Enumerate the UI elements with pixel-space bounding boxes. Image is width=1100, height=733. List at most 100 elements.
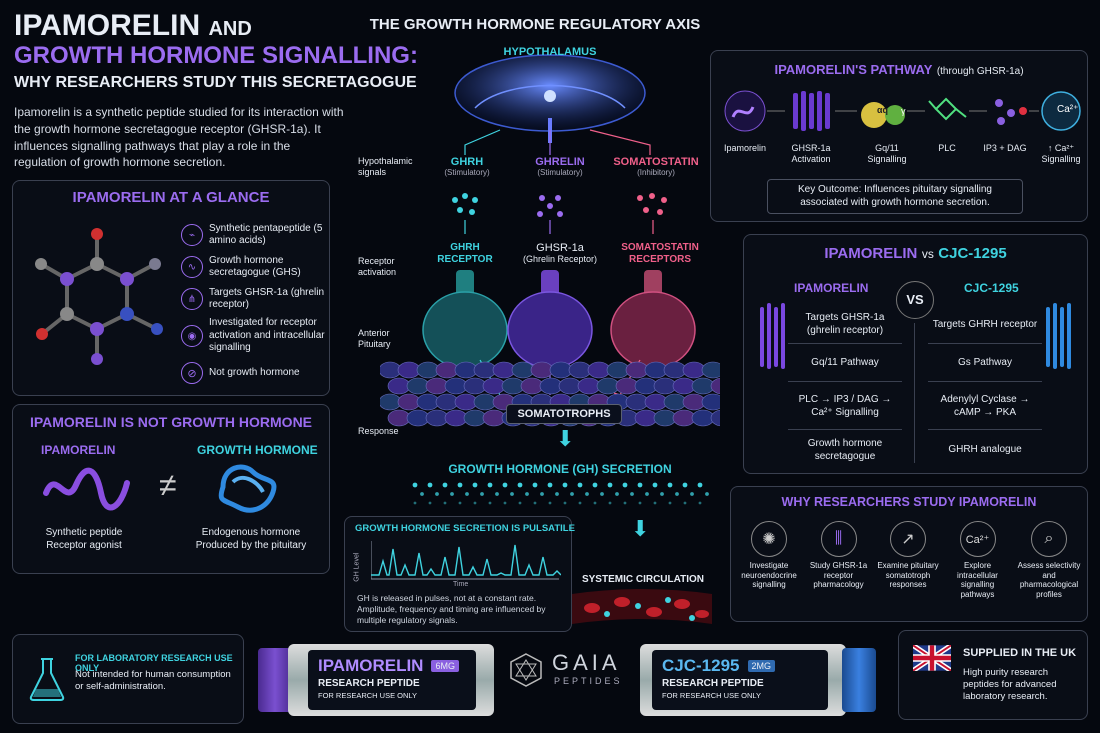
why-item: ✺ Investigate neuroendocrine signalling (735, 521, 803, 599)
glance-item: ⌁ Synthetic pentapeptide (5 amino acids) (181, 219, 327, 251)
compare-left-row: PLC → IP3 / DAG → Ca²⁺ Signalling (788, 381, 902, 429)
protein-illustration (218, 464, 277, 513)
compare-title: IPAMORELIN vs CJC-1295 (824, 245, 1007, 262)
glance-panel: IPAMORELIN AT A GLANCE ⌁ Synthetic penta… (12, 180, 330, 396)
compare-right-row: GHRH analogue (928, 429, 1042, 469)
pathway-step: ↑ Ca²⁺ Signalling (1041, 143, 1081, 164)
not-gh-panel: IPAMORELIN IS NOT GROWTH HORMONE IPAMORE… (12, 404, 330, 574)
brand-sub: PEPTIDES (554, 676, 623, 686)
compare-left-row: Targets GHSR-1a (ghrelin receptor) (805, 312, 885, 336)
key-outcome: Key Outcome: Influences pituitary signal… (767, 179, 1023, 214)
calcium-icon: Ca²⁺ (959, 521, 996, 557)
uk-flag-icon (913, 645, 951, 671)
vial1-sub: RESEARCH PEPTIDE (318, 678, 420, 689)
not-icon: ⊘ (181, 362, 203, 384)
down-arrow-icon: ⬇ (556, 426, 575, 451)
glance-item: ⋔ Targets GHSR-1a (ghrelin receptor) (181, 283, 327, 315)
pulse-ylabel: GH Level (353, 552, 361, 582)
glance-item: ◉ Investigated for receptor activation a… (181, 315, 327, 357)
lab-title: FOR LABORATORY RESEARCH USE ONLY (75, 653, 233, 673)
glance-item: ∿ Growth hormone secretagogue (GHS) (181, 251, 327, 283)
page-title: IPAMORELIN AND GROWTH HORMONE SIGNALLING… (14, 9, 418, 92)
secretagogue-icon: ∿ (181, 256, 203, 278)
hypothalamus-illustration (454, 54, 646, 143)
compare-right-row: Adenylyl Cyclase → cAMP → PKA (928, 381, 1042, 429)
pathway-step: IP3 + DAG (983, 143, 1027, 153)
row-label-receptor: Receptor activation (358, 256, 397, 277)
somatotrophs-label: SOMATOTROPHS (506, 404, 622, 424)
not-gh-right-label: GROWTH HORMONE (197, 443, 318, 457)
why-panel: WHY RESEARCHERS STUDY IPAMORELIN ✺ Inves… (730, 486, 1088, 622)
signal-ghrelin: GHRELIN (Stimulatory) (535, 156, 585, 177)
vial1-dose: 6MG (431, 660, 459, 672)
compare-right-row: Targets GHRH receptor (932, 318, 1038, 330)
circulation-label: SYSTEMIC CIRCULATION (581, 574, 705, 585)
vial2-dose: 2MG (747, 660, 776, 672)
vs-badge: VS (896, 281, 934, 319)
uk-title: SUPPLIED IN THE UK (963, 647, 1077, 659)
vial2-sub: RESEARCH PEPTIDE (662, 678, 764, 689)
uk-desc: High purity research peptides for advanc… (963, 667, 1057, 702)
vial1-note: FOR RESEARCH USE ONLY (318, 691, 418, 700)
intro-text: Ipamorelin is a synthetic peptide studie… (14, 105, 344, 170)
trend-icon: ↗ (890, 521, 926, 557)
signal-somatostatin: SOMATOSTATIN (Inhibitory) (613, 156, 699, 177)
brand-name: GAIA (552, 650, 621, 675)
pulsatile-desc: GH is released in pulses, not at a const… (357, 593, 546, 626)
not-gh-title: IPAMORELIN IS NOT GROWTH HORMONE (29, 414, 313, 430)
pathway-panel: IPAMORELIN'S PATHWAY (through GHSR-1a) α… (710, 50, 1088, 222)
signal-ghrh: GHRH (Stimulatory) (444, 156, 490, 177)
blood-vessel-illustration (572, 589, 712, 624)
pulse-chart (371, 541, 561, 580)
vial2-note: FOR RESEARCH USE ONLY (662, 691, 762, 700)
lab-desc: Not intended for human consumption or se… (75, 669, 231, 692)
not-gh-left-desc: Synthetic peptide Receptor agonist (45, 527, 123, 551)
title-and: AND (208, 18, 252, 40)
vial1-name: IPAMORELIN (318, 656, 424, 675)
why-item: ⫼ Study GHSR-1a receptor pharmacology (805, 521, 873, 599)
receptor-icon: ⫼ (820, 521, 857, 557)
subtitle: WHY RESEARCHERS STUDY THIS SECRETAGOGUE (14, 74, 417, 92)
not-gh-left-label: IPAMORELIN (41, 443, 116, 457)
compare-panel: IPAMORELIN vs CJC-1295 IPAMORELIN CJC-12… (743, 234, 1088, 474)
pulse-xlabel: Time (453, 581, 469, 588)
receptor-icon: ⋔ (181, 288, 203, 310)
why-item: Ca²⁺ Explore intracellular signalling pa… (944, 521, 1012, 599)
axis-title: THE GROWTH HORMONE REGULATORY AXIS (369, 16, 701, 33)
gaia-logo-icon (510, 653, 542, 687)
vial2-name: CJC-1295 (662, 656, 740, 675)
receptor-ghrh: GHRH RECEPTOR (437, 242, 493, 265)
lab-panel: FOR LABORATORY RESEARCH USE ONLY Not int… (12, 634, 244, 724)
calcium-label: Ca²⁺ (1057, 104, 1079, 115)
uk-panel: SUPPLIED IN THE UK High purity research … (898, 630, 1088, 720)
gh-secretion-label: GROWTH HORMONE (GH) SECRETION (448, 462, 672, 476)
title-ipamorelin: IPAMORELIN (14, 9, 201, 42)
glance-title: IPAMORELIN AT A GLANCE (72, 189, 270, 206)
row-label-pituitary: Anterior Pituitary (358, 328, 391, 349)
gh-particles (412, 482, 709, 505)
pathway-title: IPAMORELIN'S PATHWAY (through GHSR-1a) (774, 62, 1024, 77)
row-label-response: Response (358, 426, 399, 436)
hypothalamus-label: HYPOTHALAMUS (503, 46, 597, 58)
compare-left-head: IPAMORELIN (794, 281, 869, 295)
somatotroph-cells (380, 361, 720, 427)
why-item: ⌕ Assess selectivity and pharmacological… (1013, 521, 1085, 599)
pulsatile-title: GROWTH HORMONE SECRETION IS PULSATILE (355, 523, 575, 534)
receptor-somatostatin: SOMATOSTATIN RECEPTORS (621, 242, 699, 265)
receptor-blue-icon (1046, 303, 1071, 369)
molecule-illustration (35, 228, 163, 365)
pathway-step: PLC (938, 143, 956, 153)
pathway-graphics (724, 90, 1081, 132)
compare-left-row: Gq/11 Pathway (788, 343, 902, 381)
vial-ipamorelin: IPAMORELIN 6MG RESEARCH PEPTIDE FOR RESE… (258, 640, 498, 720)
receptor-ghsr: GHSR-1a (Ghrelin Receptor) (522, 242, 598, 264)
peptide-icon: ⌁ (181, 224, 203, 246)
neq-symbol: ≠ (159, 467, 177, 503)
gq-alpha-label: αq (877, 105, 889, 115)
why-title: WHY RESEARCHERS STUDY IPAMORELIN (781, 495, 1037, 509)
brain-icon: ✺ (751, 521, 787, 557)
pathway-step: GHSR-1a Activation (791, 143, 831, 164)
compare-left-row: Growth hormone secretagogue (788, 429, 902, 469)
signal-icon: ◉ (181, 325, 203, 347)
vial-cjc: CJC-1295 2MG RESEARCH PEPTIDE FOR RESEAR… (638, 640, 878, 720)
